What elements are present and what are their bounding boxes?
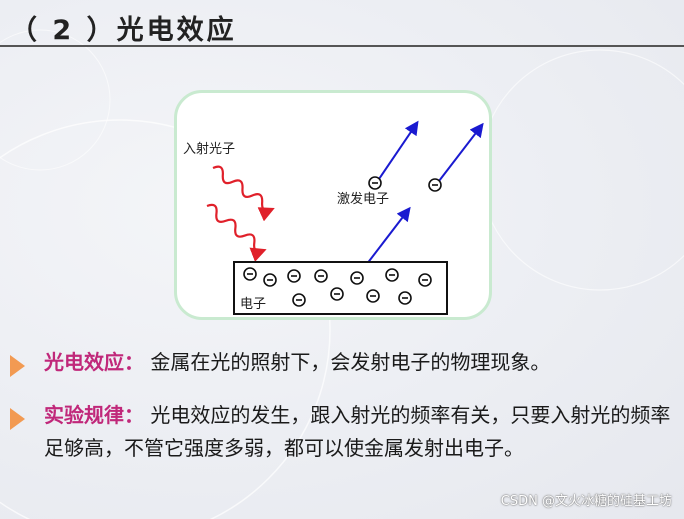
diagram-canvas: 入射光子 激发电子 电子 [183,120,484,315]
photoelectric-diagram: 入射光子 激发电子 电子 [174,90,492,320]
experimental-law-paragraph: 实验规律： 光电效应的发生，跟入射光的频率有关，只要入射光的频率足够高，不管它强… [44,399,674,465]
definition-term: 光电效应： [44,350,144,374]
excited-electron-label: 激发电子 [337,191,389,207]
slide-title: （ 2 ）光电效应 [10,15,237,46]
excited-electron-arrow-1 [378,120,419,180]
definition-text: 金属在光的照射下，会发射电子的物理现象。 [150,350,551,374]
bullet-arrow-icon [10,408,25,430]
experimental-law-term: 实验规律： [44,403,144,427]
incident-photon-label: 入射光子 [183,141,235,157]
excited-electron-arrow-2 [438,122,484,182]
bullet-arrow-icon [10,355,25,377]
photon-wave-lower [206,203,267,262]
photon-wave-upper [212,165,275,222]
metal-block [233,261,448,315]
experimental-law-text: 光电效应的发生，跟入射光的频率有关，只要入射光的频率足够高，不管它强度多弱，都可… [44,403,671,460]
title-underline [0,45,684,47]
definition-paragraph: 光电效应： 金属在光的照射下，会发射电子的物理现象。 [44,346,674,379]
metal-electron-label: 电子 [240,297,266,312]
csdn-watermark: CSDN @文火冰糖的硅基工坊 [500,494,672,509]
metal-electrons [243,267,432,307]
